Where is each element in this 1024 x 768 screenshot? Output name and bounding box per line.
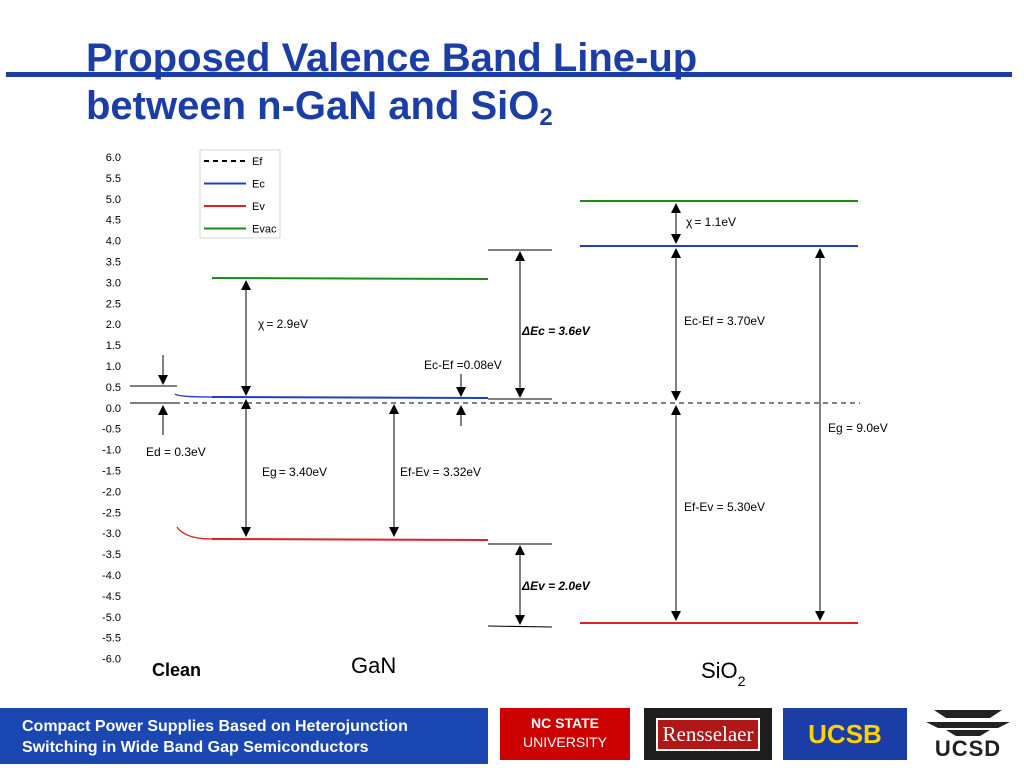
ncstate-line-2: UNIVERSITY: [522, 734, 607, 750]
sio2-label-subscript: 2: [738, 673, 746, 689]
gan-label: GaN: [351, 653, 396, 678]
gan-chi-symbol: χ: [258, 317, 265, 331]
ucsd-emblem-icon: [926, 710, 1010, 736]
band-diagram: 6.0 5.5 5.0 4.5 4.0 3.5 3.0 2.5 2.0 1.5 1.0 0.5 0.0 -…: [102, 149, 888, 689]
clean-ec-curve: [174, 393, 213, 398]
sio2-label: SiO: [701, 658, 738, 683]
y-tick-label: 4.0: [106, 236, 121, 248]
gan-ecef-label: Ec-Ef =0.08eV: [424, 358, 502, 372]
legend-label: Ev: [252, 201, 265, 213]
y-tick-label: 2.5: [106, 298, 121, 310]
legend-box: [199, 149, 281, 239]
ncstate-logo: NC STATE UNIVERSITY: [500, 708, 630, 760]
footer-line-2: Switching in Wide Band Gap Semiconductor…: [22, 739, 369, 756]
ncstate-line-1: NC STATE: [531, 715, 599, 731]
gan-eg-label: = 3.40eV: [279, 465, 327, 479]
gan-efev-label: Ef-Ev = 3.32eV: [400, 465, 481, 479]
y-tick-label: -1.5: [102, 466, 121, 478]
sio2-chi-label: = 1.1eV: [694, 215, 736, 229]
y-tick-label: 0.0: [106, 403, 121, 415]
y-tick-label: 5.0: [106, 194, 121, 206]
delta-ec-label: Ec = 3.6eV: [530, 324, 591, 338]
y-tick-label: -2.5: [102, 507, 121, 519]
ucsd-logo: UCSD: [916, 706, 1020, 764]
y-tick-label: -1.0: [102, 445, 121, 457]
rensselaer-logo: Rensselaer: [644, 708, 772, 760]
gan-ec-line: [211, 396, 489, 399]
y-tick-label: 3.5: [106, 257, 121, 269]
title-subscript: 2: [539, 104, 553, 131]
y-tick-label: 4.5: [106, 215, 121, 227]
sio2-efev-label: Ef-Ev = 5.30eV: [684, 500, 765, 514]
ucsb-logo: UCSB: [783, 708, 907, 760]
ucsd-text: UCSD: [934, 736, 1002, 761]
delta-ev-symbol: Δ: [521, 579, 530, 593]
svg-text:ΔEc = 3.6eV: ΔEc = 3.6eV: [521, 324, 591, 338]
gan-chi-label: = 2.9eV: [266, 317, 308, 331]
svg-text:χ= 1.1eV: χ= 1.1eV: [686, 215, 736, 229]
delta-ec-symbol: Δ: [521, 324, 530, 338]
svg-text:χ= 2.9eV: χ= 2.9eV: [258, 317, 308, 331]
legend-label: Ec: [252, 179, 265, 191]
y-axis-ticks: 6.0 5.5 5.0 4.5 4.0 3.5 3.0 2.5 2.0 1.5 1.0 0.5 0.0 -…: [102, 152, 121, 666]
title-line-2: between n-GaN and SiO: [86, 84, 540, 128]
gan-eg-prefix: Eg: [262, 465, 277, 479]
svg-text:ΔEv = 2.0eV: ΔEv = 2.0eV: [521, 579, 591, 593]
svg-text:SiO2: SiO2: [701, 658, 746, 689]
y-tick-label: 3.0: [106, 277, 121, 289]
ed-label: Ed = 0.3eV: [146, 445, 206, 459]
y-tick-label: 5.5: [106, 173, 121, 185]
footer-project-title: Compact Power Supplies Based on Heteroju…: [0, 708, 488, 764]
clean-label: Clean: [152, 660, 201, 680]
y-tick-label: -5.0: [102, 612, 121, 624]
sio2-eg-label: Eg = 9.0eV: [828, 421, 888, 435]
y-tick-label: -3.0: [102, 528, 121, 540]
clean-ev-curve: [176, 526, 213, 540]
footer-line-1: Compact Power Supplies Based on Heteroju…: [22, 718, 408, 735]
legend-label: Ef: [252, 156, 263, 168]
gan-ev-line: [211, 538, 489, 541]
y-tick-label: -4.0: [102, 570, 121, 582]
y-tick-label: -2.0: [102, 486, 121, 498]
gan-evac-line: [211, 277, 489, 280]
y-tick-label: 1.5: [106, 340, 121, 352]
sio2-chi-symbol: χ: [686, 215, 693, 229]
dev-bottom-line: [487, 625, 553, 628]
y-tick-label: 2.0: [106, 319, 121, 331]
title-rule: [6, 72, 1012, 77]
y-tick-label: -3.5: [102, 549, 121, 561]
y-tick-label: -6.0: [102, 654, 121, 666]
rensselaer-text: Rensselaer: [655, 717, 761, 751]
y-tick-label: 1.0: [106, 361, 121, 373]
delta-ev-label: Ev = 2.0eV: [530, 579, 591, 593]
y-tick-label: -5.5: [102, 633, 121, 645]
y-tick-label: -4.5: [102, 591, 121, 603]
y-tick-label: 6.0: [106, 152, 121, 164]
y-tick-label: -0.5: [102, 424, 121, 436]
legend-label: Evac: [252, 224, 277, 236]
y-tick-label: 0.5: [106, 382, 121, 394]
sio2-ecef-label: Ec-Ef = 3.70eV: [684, 314, 765, 328]
svg-text:Eg= 3.40eV: Eg= 3.40eV: [262, 465, 327, 479]
